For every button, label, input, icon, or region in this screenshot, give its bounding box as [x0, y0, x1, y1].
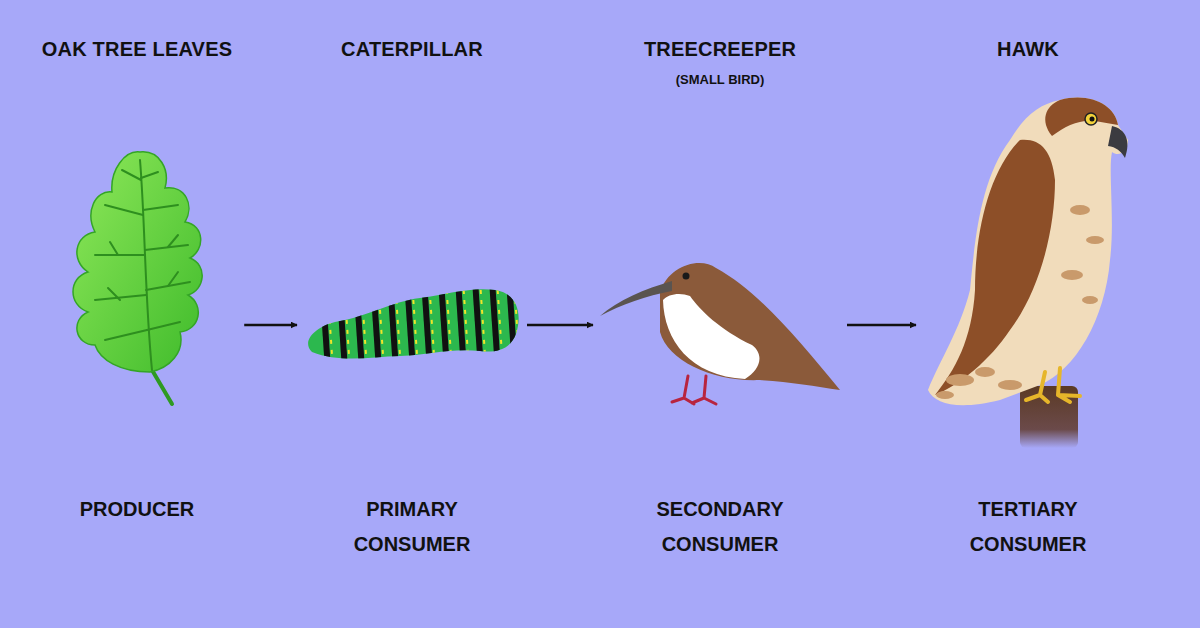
trophic-level-label: SECONDARY CONSUMER	[654, 492, 786, 562]
organism-name: HAWK	[997, 38, 1059, 61]
organism-name: TREECREEPER	[644, 38, 796, 61]
food-chain-stage: OAK TREE LEAVES PRODUCER	[34, 30, 240, 570]
trophic-level-label: TERTIARY CONSUMER	[962, 492, 1094, 562]
oak-leaf	[73, 152, 202, 404]
treecreeper-bird	[600, 263, 840, 404]
organism-name: OAK TREE LEAVES	[42, 38, 232, 61]
trophic-level-label: PRIMARY CONSUMER	[346, 492, 478, 562]
energy-flow-arrow	[527, 324, 593, 327]
energy-flow-arrow	[244, 324, 297, 327]
food-chain-stage: CATERPILLAR PRIMARY CONSUMER	[301, 30, 523, 570]
caterpillar	[308, 280, 520, 370]
organism-note: (SMALL BIRD)	[676, 72, 765, 87]
trophic-level-label: PRODUCER	[71, 492, 203, 527]
energy-flow-arrow	[847, 324, 916, 327]
food-chain-stage: HAWK TERTIARY CONSUMER	[920, 30, 1136, 570]
food-chain-stage: TREECREEPER (SMALL BIRD) SECONDARY CONSUME…	[597, 30, 843, 570]
hawk	[928, 98, 1128, 448]
organism-name: CATERPILLAR	[341, 38, 483, 61]
